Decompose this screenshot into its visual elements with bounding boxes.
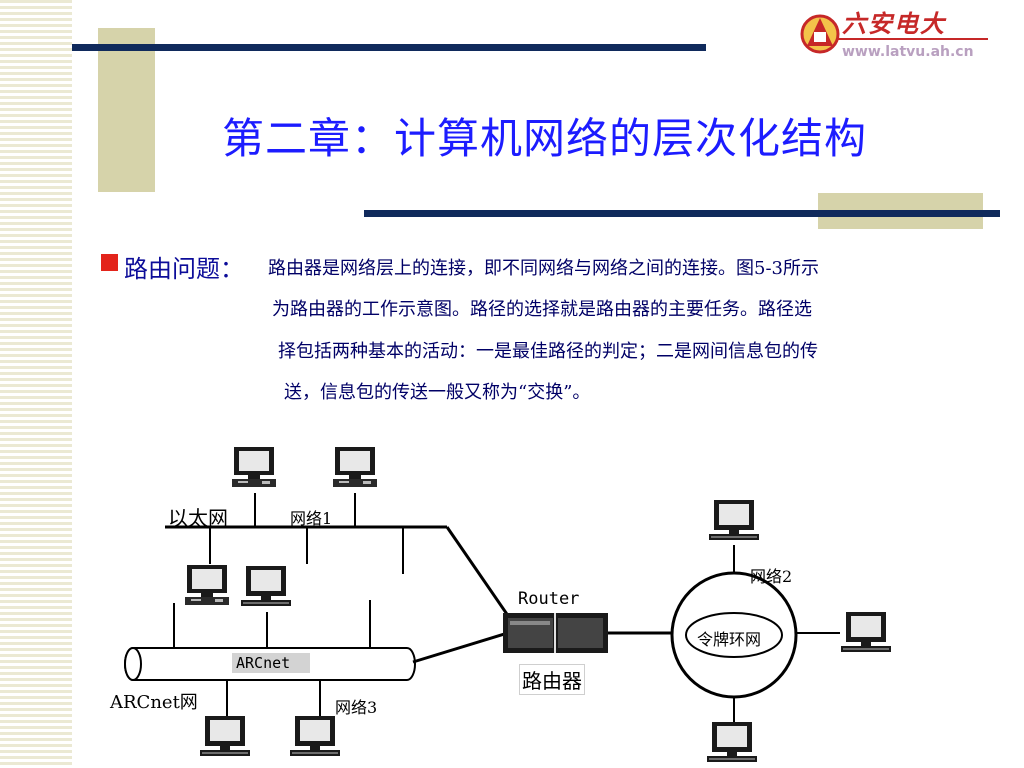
arcnet-cable-label: ARCnet (236, 654, 291, 672)
bullet-square-icon (101, 254, 118, 271)
logo-url: www.latvu.ah.cn (842, 44, 974, 60)
arcnet-network-label: ARCnet网 (110, 692, 198, 713)
computer-icon (290, 716, 340, 756)
router-panel-right (558, 618, 603, 648)
arcnet-cable-label-bg (232, 653, 310, 673)
logo-underline (836, 38, 988, 40)
computer-icon (200, 716, 250, 756)
decorative-block-left (98, 28, 155, 192)
topic-label: 路由问题： (124, 255, 244, 283)
router-indicator (510, 621, 550, 625)
computer-icon (333, 447, 377, 487)
school-logo: 六安电大 www.latvu.ah.cn (800, 2, 990, 66)
ethernet-label: 以太网 (168, 506, 228, 530)
computer-icon (709, 500, 759, 540)
arcnet-cable-end (124, 647, 142, 681)
token-ring-inner (685, 612, 783, 658)
router-cn-label: 路由器 (519, 664, 585, 695)
paragraph-line-3: 择包括两种基本的活动：一是最佳路径的判定；二是网间信息包的传 (278, 341, 818, 362)
computer-icon (241, 566, 291, 606)
emblem-icon (800, 14, 840, 54)
page-title: 第二章：计算机网络的层次化结构 (222, 114, 868, 163)
ethernet-to-router-line (445, 526, 513, 621)
network1-label: 网络1 (290, 509, 333, 528)
logo-org-name: 六安电大 (842, 9, 946, 38)
striped-side-margin (0, 0, 72, 768)
computer-icon (232, 447, 276, 487)
network3-label: 网络3 (335, 698, 378, 717)
computer-icon (185, 565, 229, 605)
computer-icon (707, 722, 757, 762)
network2-label: 网络2 (750, 567, 793, 586)
paragraph-line-4: 送，信息包的传送一般又称为“交换”。 (284, 382, 591, 403)
computer-icon (841, 612, 891, 652)
decorative-bar-middle (364, 210, 1000, 217)
arcnet-to-router-line (412, 630, 512, 664)
paragraph-line-2: 为路由器的工作示意图。路径的选择就是路由器的主要任务。路径选 (272, 299, 812, 320)
paragraph-line-1: 路由器是网络层上的连接，即不同网络与网络之间的连接。图5-3所示 (268, 258, 819, 279)
decorative-bar-top (72, 44, 706, 51)
token-ring-label: 令牌环网 (697, 630, 762, 649)
router-label: Router (518, 589, 580, 609)
